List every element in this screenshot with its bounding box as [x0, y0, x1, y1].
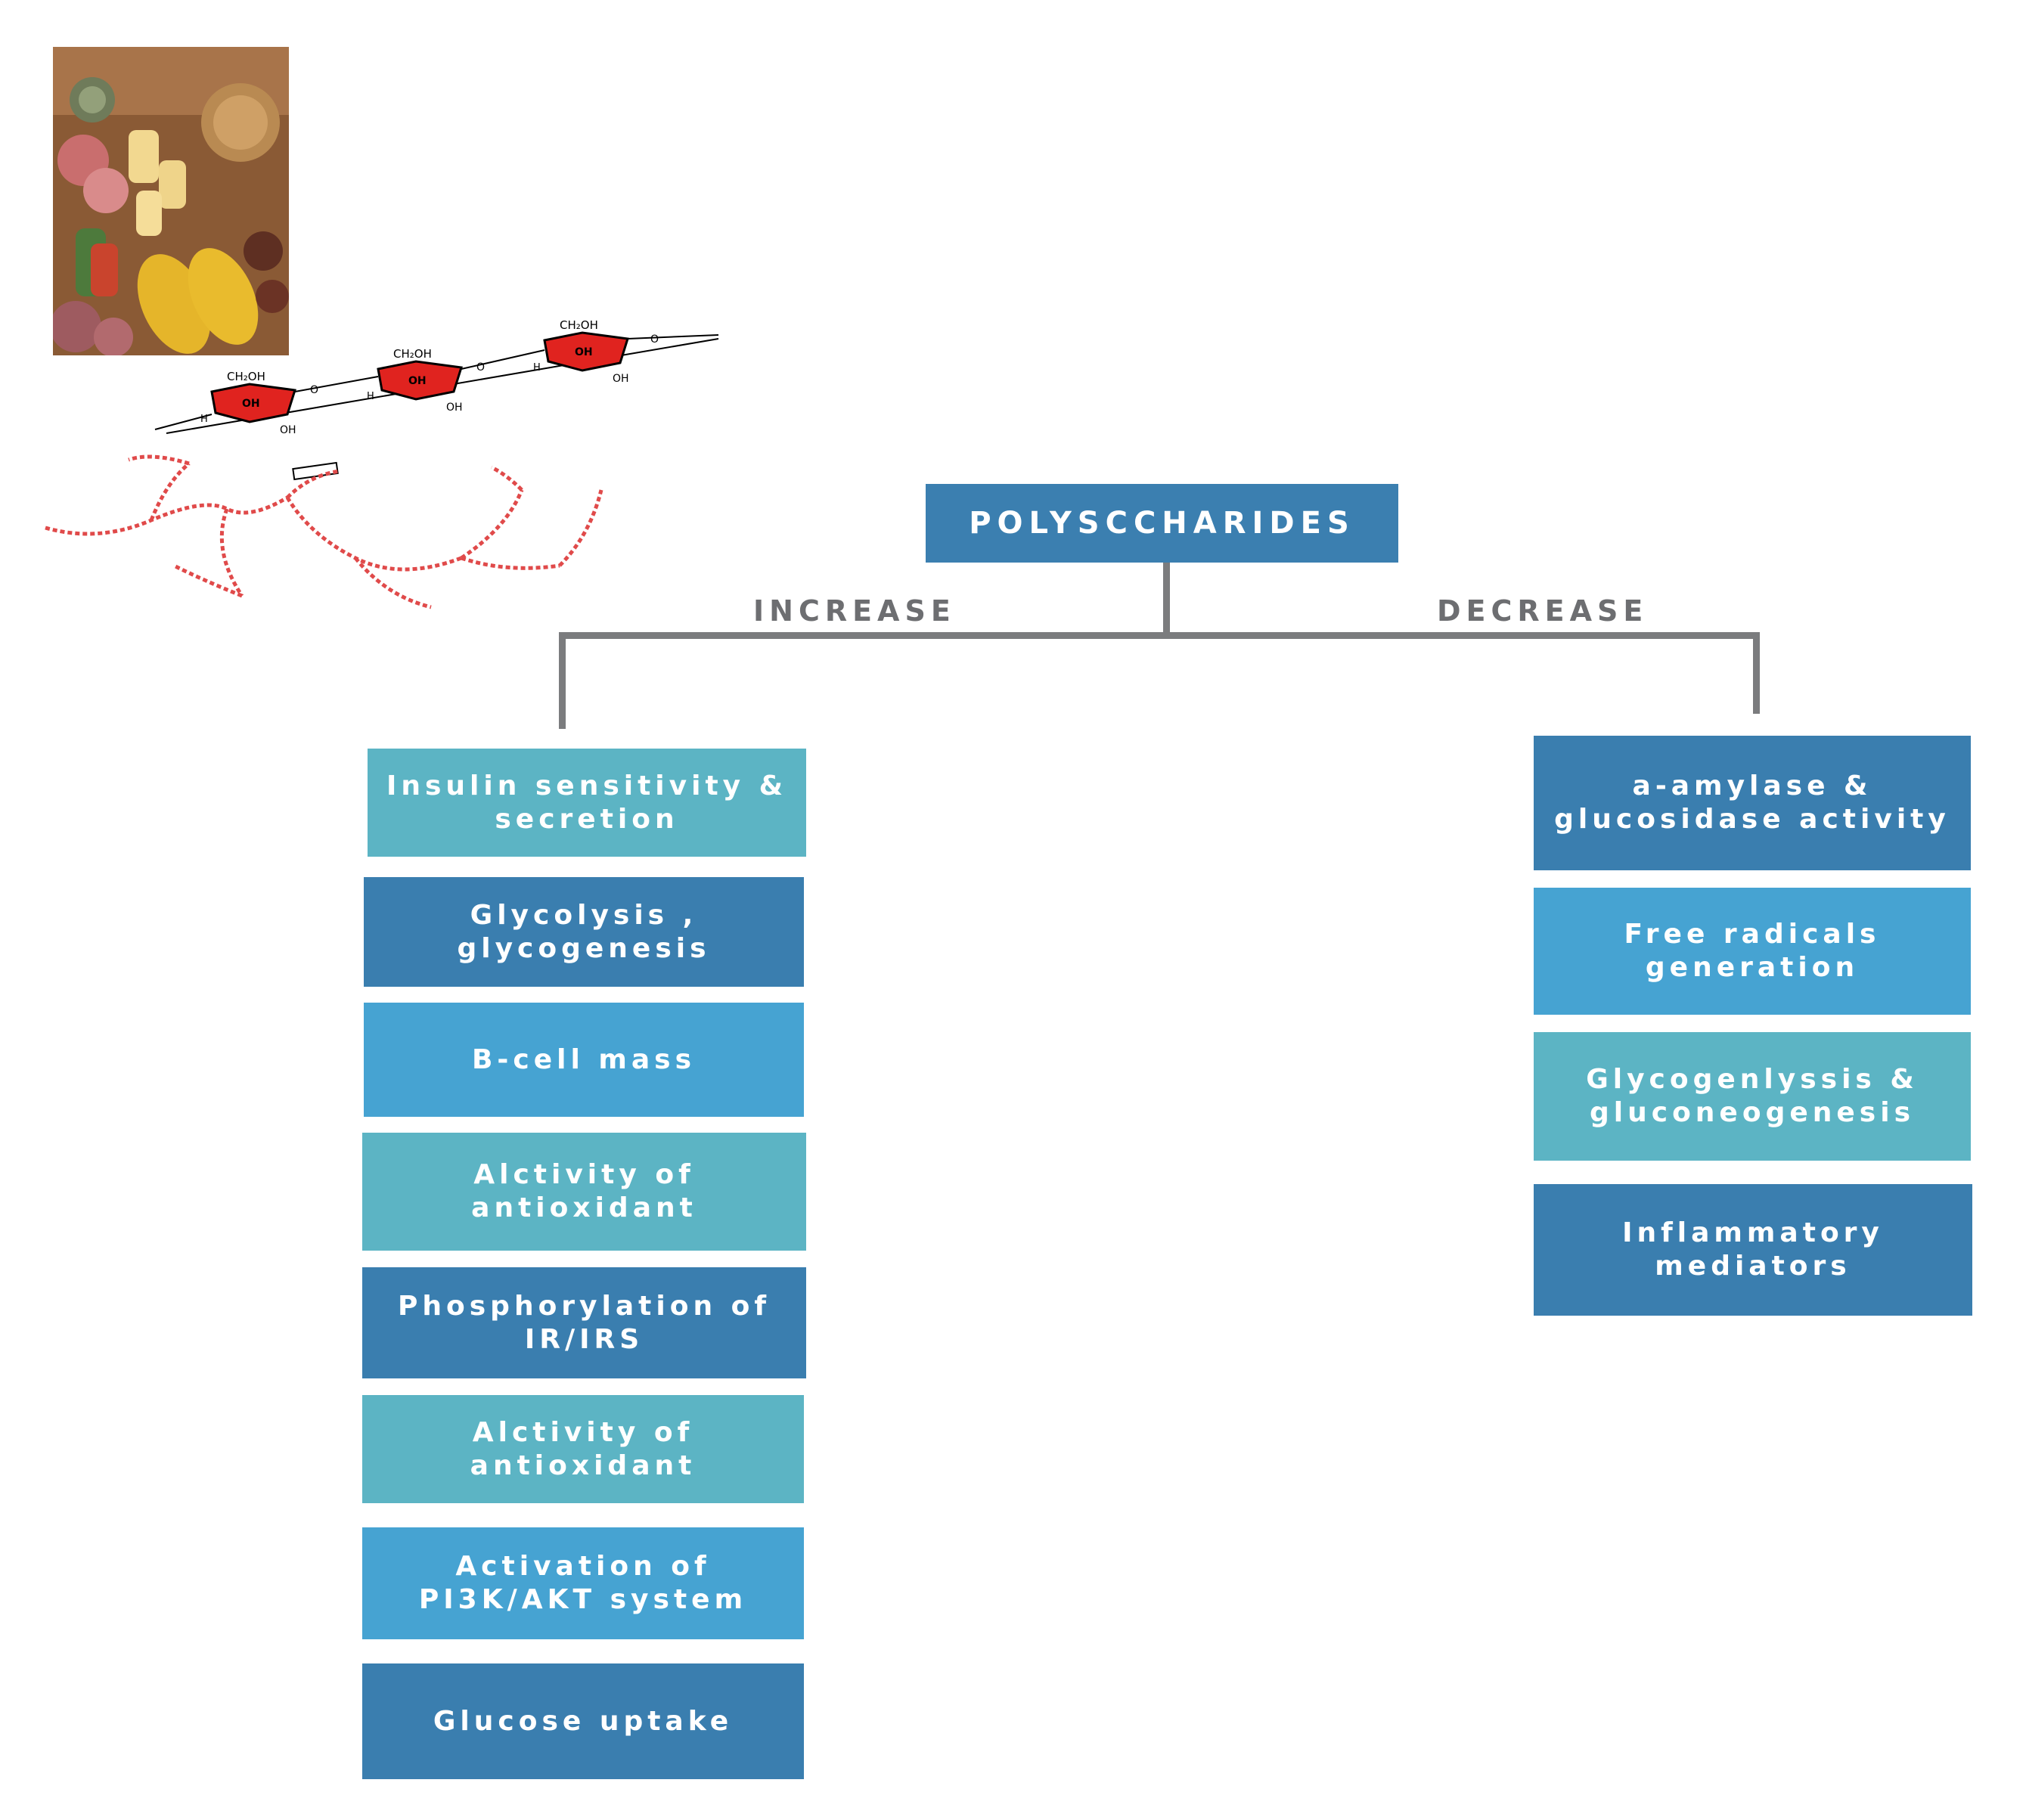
decrease-item-glycogenolysis: Glycogenlyssis & gluconeogenesis — [1534, 1032, 1971, 1161]
increase-item-insulin-sensitivity: Insulin sensitivity & secretion — [368, 749, 806, 857]
oh-label: OH — [575, 346, 593, 358]
glucose-ring-1 — [210, 383, 296, 423]
o-label: O — [650, 333, 659, 346]
ch2oh-label: CH₂OH — [560, 318, 598, 332]
glucose-ring-3 — [543, 331, 629, 372]
branch-connector-horizontal — [559, 632, 1760, 639]
o-label: O — [476, 361, 485, 374]
increase-item-label: Insulin sensitivity & secretion — [386, 770, 788, 835]
oh-label: OH — [280, 424, 296, 436]
h-label: H — [200, 414, 208, 425]
decrease-connector-vertical — [1753, 632, 1760, 714]
root-label: POLYSCCHARIDES — [969, 506, 1355, 541]
oh-label: OH — [446, 402, 463, 414]
decrease-item-label: Glycogenlyssis & gluconeogenesis — [1586, 1064, 1919, 1128]
polysaccharide-structure-illustration: CH₂OH CH₂OH CH₂OH OH OH OH OH OH OH H H … — [45, 318, 719, 609]
increase-item-phosphorylation: Phosphorylation of IR/IRS — [362, 1267, 806, 1378]
increase-item-label: Activation of PI3K/AKT system — [418, 1551, 748, 1615]
increase-item-b-cell-mass: B-cell mass — [364, 1003, 804, 1117]
increase-item-label: Glycolysis , glycogenesis — [457, 899, 711, 964]
h-label: H — [533, 362, 541, 374]
decrease-item-label: a-amylase & glucosidase activity — [1554, 770, 1950, 835]
ch2oh-label: CH₂OH — [227, 370, 265, 383]
increase-item-pi3k-akt: Activation of PI3K/AKT system — [362, 1527, 804, 1639]
increase-item-antioxidant-activity: Alctivity of antioxidant — [362, 1133, 806, 1251]
increase-item-label: B-cell mass — [471, 1043, 696, 1075]
root-node-polysaccharides: POLYSCCHARIDES — [926, 484, 1398, 563]
decrease-label: DECREASE — [1437, 594, 1649, 628]
decrease-item-label: Free radicals generation — [1624, 919, 1881, 983]
ch2oh-label: CH₂OH — [393, 347, 432, 361]
increase-connector-vertical — [559, 632, 566, 729]
oh-label: OH — [408, 375, 427, 387]
glucose-ring-2 — [377, 360, 463, 401]
increase-item-label: Alctivity of antioxidant — [471, 1159, 697, 1223]
oh-label: OH — [242, 398, 260, 410]
carbohydrate-foods-photo — [53, 47, 289, 355]
increase-item-label: Alctivity of antioxidant — [470, 1416, 697, 1481]
h-label: H — [367, 391, 374, 402]
branched-glycogen-chain — [45, 454, 603, 609]
increase-item-label: Phosphorylation of IR/IRS — [398, 1290, 771, 1355]
decrease-item-label: Inflammatory mediators — [1622, 1217, 1884, 1282]
o-label: O — [310, 384, 318, 396]
decrease-item-free-radicals: Free radicals generation — [1534, 888, 1971, 1015]
oh-label: OH — [613, 373, 629, 385]
glucose-chain: CH₂OH CH₂OH CH₂OH OH OH OH OH OH OH H H … — [154, 318, 719, 481]
increase-item-glucose-uptake: Glucose uptake — [362, 1663, 804, 1779]
increase-item-glycolysis: Glycolysis , glycogenesis — [364, 877, 804, 987]
increase-item-label: Glucose uptake — [433, 1705, 734, 1737]
decrease-item-inflammatory-mediators: Inflammatory mediators — [1534, 1184, 1972, 1316]
root-connector-vertical — [1163, 563, 1170, 638]
increase-label: INCREASE — [753, 594, 956, 628]
increase-item-antioxidant-activity-2: Alctivity of antioxidant — [362, 1395, 804, 1503]
decrease-item-amylase-glucosidase: a-amylase & glucosidase activity — [1534, 736, 1971, 870]
